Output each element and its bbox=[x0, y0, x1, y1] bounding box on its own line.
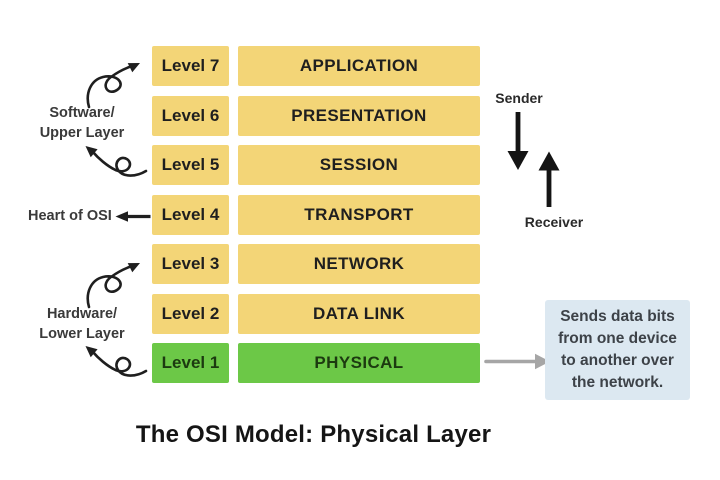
level-badge-3: Level 3 bbox=[152, 244, 229, 284]
layer-name-presentation: PRESENTATION bbox=[238, 95, 480, 136]
curved-arrow-level5-to-software bbox=[85, 146, 148, 177]
receiver-label: Receiver bbox=[524, 214, 584, 230]
curved-arrow-hardware-to-level3 bbox=[86, 263, 140, 309]
physical-callout-arrow bbox=[484, 353, 550, 370]
osi-layer-row-7: Level 7 APPLICATION bbox=[152, 46, 480, 86]
level-badge-6: Level 6 bbox=[152, 95, 229, 136]
level-badge-7: Level 7 bbox=[152, 46, 229, 86]
sender-down-arrow bbox=[507, 112, 529, 170]
layer-name-physical: PHYSICAL bbox=[238, 343, 480, 383]
physical-callout-box: Sends data bits from one device to anoth… bbox=[545, 300, 690, 400]
layer-name-data-link: DATA LINK bbox=[238, 293, 480, 334]
diagram-title: The OSI Model: Physical Layer bbox=[135, 421, 492, 448]
osi-layer-row-6: Level 6 PRESENTATION bbox=[152, 95, 480, 136]
software-label-line2: Upper Layer bbox=[39, 125, 125, 141]
hardware-label-line2: Lower Layer bbox=[39, 326, 125, 342]
layer-stack: Level 7 APPLICATION Level 6 PRESENTATION… bbox=[152, 46, 480, 383]
osi-layer-row-2: Level 2 DATA LINK bbox=[152, 293, 480, 334]
software-label-line1: Software/ bbox=[49, 105, 115, 121]
level-badge-2: Level 2 bbox=[152, 293, 229, 334]
layer-name-transport: TRANSPORT bbox=[238, 194, 480, 235]
curved-arrow-level1-to-hardware bbox=[85, 346, 148, 377]
sender-label: Sender bbox=[495, 90, 543, 106]
level-badge-1: Level 1 bbox=[152, 343, 229, 383]
osi-layer-row-1: Level 1 PHYSICAL bbox=[152, 343, 480, 383]
layer-name-network: NETWORK bbox=[238, 244, 480, 284]
osi-layer-row-3: Level 3 NETWORK bbox=[152, 244, 480, 284]
hardware-label-line1: Hardware/ bbox=[46, 306, 118, 322]
level-badge-5: Level 5 bbox=[152, 145, 229, 185]
heart-of-osi-label: Heart of OSI bbox=[28, 208, 112, 224]
hardware-lower-layer-label: Hardware/ Lower Layer bbox=[30, 304, 134, 344]
heart-of-osi-arrow bbox=[115, 211, 151, 222]
osi-layer-row-5: Level 5 SESSION bbox=[152, 145, 480, 185]
layer-name-session: SESSION bbox=[238, 145, 480, 185]
level-badge-4: Level 4 bbox=[152, 194, 229, 235]
curved-arrow-software-to-level7 bbox=[86, 63, 140, 109]
layer-name-application: APPLICATION bbox=[238, 46, 480, 86]
osi-layer-row-4: Level 4 TRANSPORT bbox=[152, 194, 480, 235]
software-upper-layer-label: Software/ Upper Layer bbox=[30, 103, 134, 143]
receiver-up-arrow bbox=[538, 151, 560, 207]
